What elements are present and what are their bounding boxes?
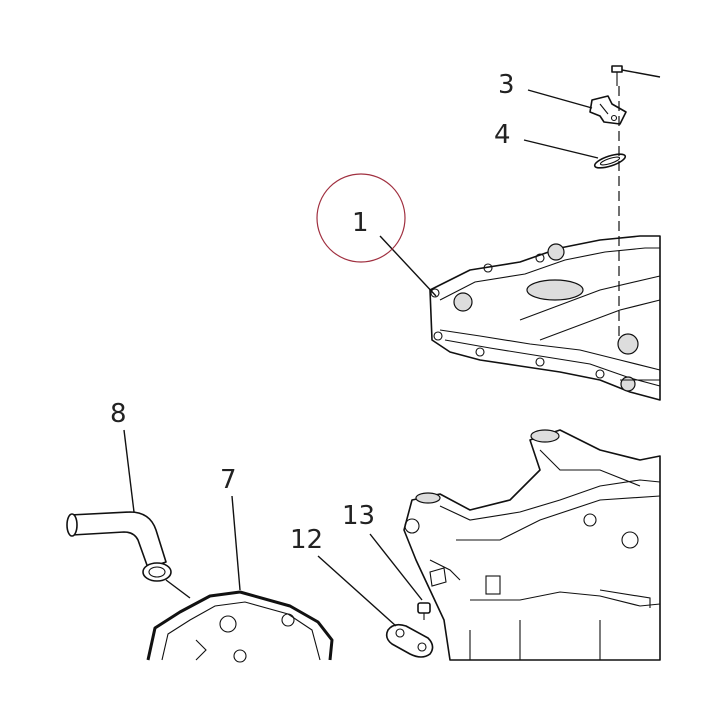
part-3-bracket[interactable] — [589, 95, 627, 125]
callout-4[interactable]: 4 — [494, 120, 511, 150]
part-12-gasket[interactable] — [385, 623, 434, 658]
leader-12 — [317, 555, 397, 627]
leader-13 — [369, 533, 423, 601]
callout-12[interactable]: 12 — [290, 525, 323, 555]
part-13-fitting[interactable] — [417, 602, 431, 620]
callout-13[interactable]: 13 — [342, 501, 375, 531]
leader-bolt — [621, 69, 661, 78]
leader-1 — [379, 235, 437, 297]
leader-3 — [527, 89, 593, 109]
part-1-cover[interactable] — [429, 235, 661, 401]
callout-7[interactable]: 7 — [220, 465, 237, 495]
leader-8 — [123, 429, 135, 513]
part-8-hose[interactable] — [66, 511, 172, 582]
callout-3[interactable]: 3 — [498, 70, 515, 100]
callout-1[interactable]: 1 — [352, 208, 369, 238]
engine-block — [403, 429, 661, 661]
highlight-ring — [316, 173, 406, 263]
leader-8-seal — [165, 579, 191, 599]
bolt[interactable] — [611, 65, 623, 86]
leader-4 — [523, 139, 599, 159]
callout-8[interactable]: 8 — [110, 399, 127, 429]
leader-7 — [231, 495, 241, 591]
part-4-seal[interactable] — [593, 151, 627, 170]
leader-lines — [123, 69, 661, 627]
part-7-valve-cover[interactable] — [146, 590, 334, 663]
